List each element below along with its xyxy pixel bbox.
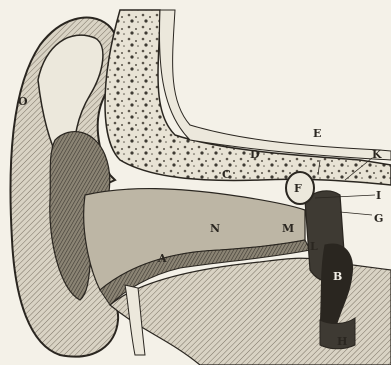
label-n: N (210, 222, 220, 235)
label-i: I (376, 189, 381, 202)
label-a: A (157, 252, 167, 265)
label-k: K (372, 148, 382, 161)
skin-layer-upper (159, 10, 391, 160)
label-f: F (294, 182, 302, 195)
label-g: G (374, 212, 383, 225)
label-c: C (222, 168, 231, 181)
label-m: M (282, 222, 294, 235)
temporal-bone-upper (105, 10, 391, 185)
label-b: B (333, 270, 342, 283)
label-e: E (313, 127, 321, 140)
label-h: H (337, 335, 347, 348)
label-d: D (250, 148, 260, 161)
label-l: L (310, 240, 318, 253)
label-o: O (18, 95, 28, 108)
